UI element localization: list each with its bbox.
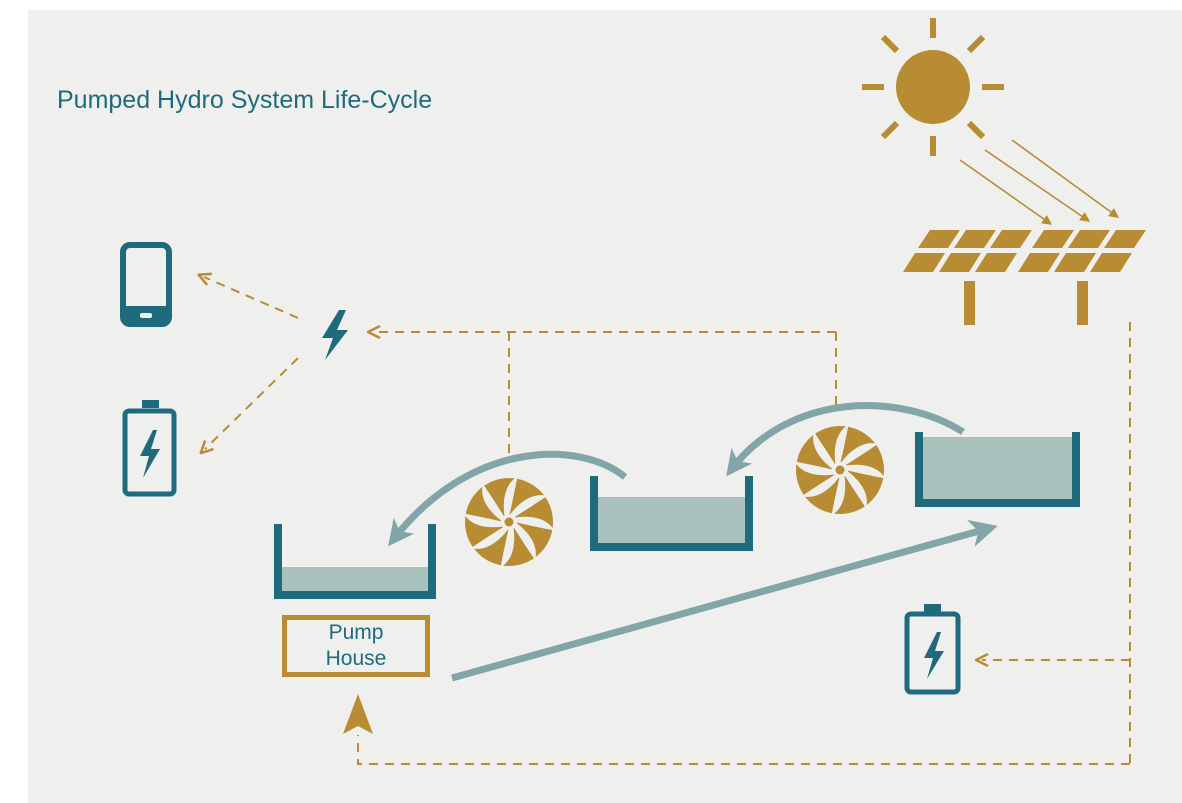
battery-icon bbox=[904, 604, 961, 695]
water-flow-arrows bbox=[388, 402, 998, 682]
phone-icon bbox=[120, 242, 172, 327]
reservoir-icon bbox=[915, 432, 1080, 507]
power-flow-lines bbox=[204, 277, 1131, 765]
sun-icon bbox=[862, 18, 1004, 156]
pump-house-label-line2: House bbox=[325, 647, 387, 670]
diagram-panel bbox=[28, 10, 1182, 803]
reservoir-icon bbox=[274, 524, 436, 599]
turbine-icon bbox=[794, 424, 886, 516]
battery-icon bbox=[122, 400, 177, 497]
diagram-title: Pumped Hydro System Life-Cycle bbox=[57, 86, 433, 114]
solar-panel-icon bbox=[903, 230, 1146, 325]
turbine-icon bbox=[463, 476, 555, 568]
sun-rays bbox=[959, 139, 1120, 225]
reservoir-icon bbox=[590, 476, 753, 551]
pump-house-label-line1: Pump bbox=[328, 621, 384, 644]
lightning-icon bbox=[322, 310, 348, 360]
pump-house-box: Pump House bbox=[282, 615, 430, 677]
pump-house-input-arrowhead bbox=[343, 694, 373, 734]
